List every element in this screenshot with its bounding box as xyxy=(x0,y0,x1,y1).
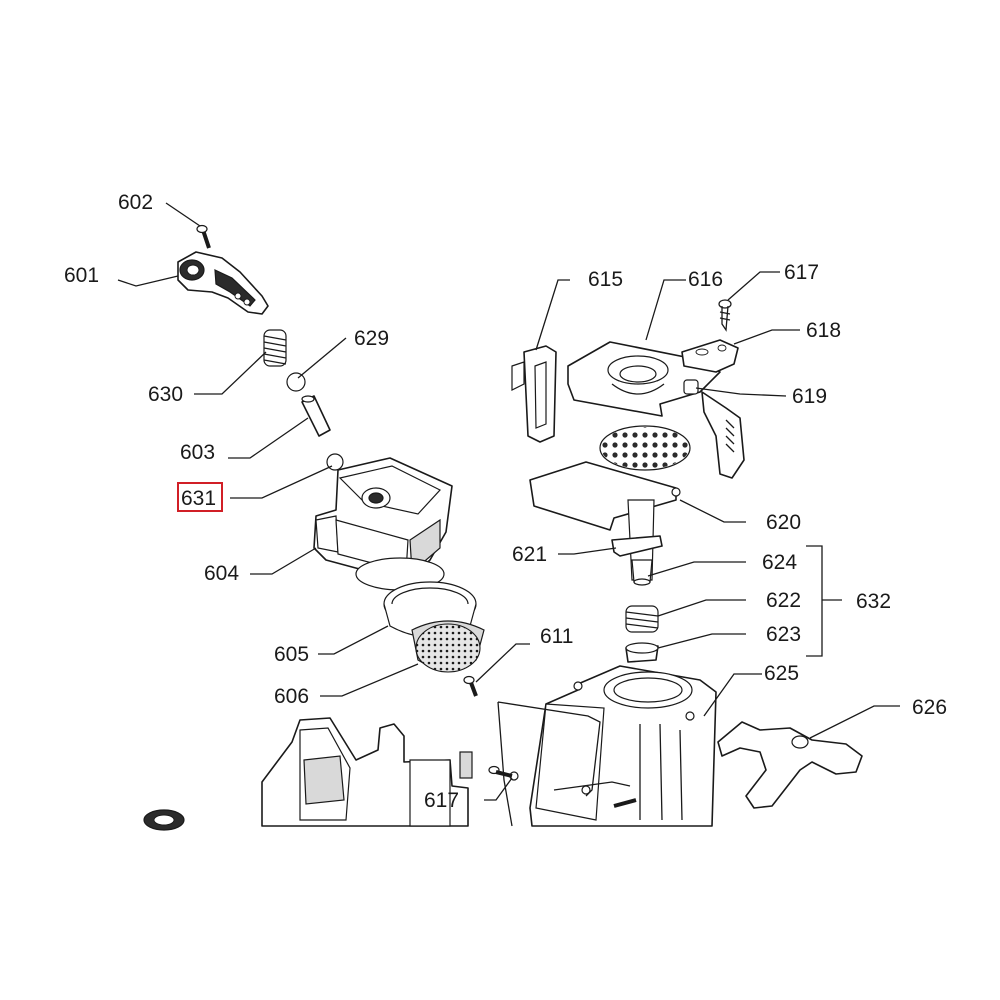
label-630[interactable]: 630 xyxy=(148,383,183,406)
label-622[interactable]: 622 xyxy=(766,589,801,612)
label-603[interactable]: 603 xyxy=(180,441,215,464)
part-630-spring xyxy=(263,329,287,367)
label-615[interactable]: 615 xyxy=(588,268,623,291)
label-604[interactable]: 604 xyxy=(204,562,239,585)
part-604-brew-head xyxy=(313,457,453,591)
part-617-screw-bottom xyxy=(488,765,637,808)
label-619[interactable]: 619 xyxy=(792,385,827,408)
label-629[interactable]: 629 xyxy=(354,327,389,350)
housing-left xyxy=(143,717,473,831)
highlight-box-631 xyxy=(177,482,223,512)
label-605[interactable]: 605 xyxy=(274,643,309,666)
label-602[interactable]: 602 xyxy=(118,191,153,214)
part-620-distributor xyxy=(529,425,691,581)
part-603-pin xyxy=(301,395,331,437)
part-629-ball xyxy=(286,372,306,392)
part-624-shaft xyxy=(631,559,653,586)
label-611[interactable]: 611 xyxy=(540,625,573,648)
label-621[interactable]: 621 xyxy=(512,543,547,566)
part-618-bracket xyxy=(681,339,739,373)
part-labels: 602 601 630 629 603 631 604 605 606 611 … xyxy=(64,191,947,812)
part-606-shower-screen xyxy=(411,620,485,673)
part-623-cup xyxy=(625,642,659,663)
label-626[interactable]: 626 xyxy=(912,696,947,719)
part-626-handle xyxy=(717,721,863,809)
leader-lines xyxy=(117,202,900,801)
label-625[interactable]: 625 xyxy=(764,662,799,685)
label-624[interactable]: 624 xyxy=(762,551,797,574)
part-617-screw-top xyxy=(718,299,732,332)
label-617-bottom[interactable]: 617 xyxy=(424,789,459,812)
part-611-screw xyxy=(463,675,478,697)
label-631[interactable]: 631 xyxy=(181,487,216,510)
label-617-top[interactable]: 617 xyxy=(784,261,819,284)
label-620[interactable]: 620 xyxy=(766,511,801,534)
label-632[interactable]: 632 xyxy=(856,590,891,613)
part-621-clip xyxy=(611,535,663,557)
part-601-valve-head xyxy=(177,251,269,315)
part-615-slider xyxy=(511,345,557,443)
label-618[interactable]: 618 xyxy=(806,319,841,342)
label-623[interactable]: 623 xyxy=(766,623,801,646)
label-606[interactable]: 606 xyxy=(274,685,309,708)
label-616[interactable]: 616 xyxy=(688,268,723,291)
part-619-trigger xyxy=(683,379,745,479)
part-602-screw xyxy=(196,224,211,249)
part-622-spring xyxy=(625,605,659,633)
label-601[interactable]: 601 xyxy=(64,264,99,287)
part-616-funnel-housing xyxy=(567,341,721,417)
